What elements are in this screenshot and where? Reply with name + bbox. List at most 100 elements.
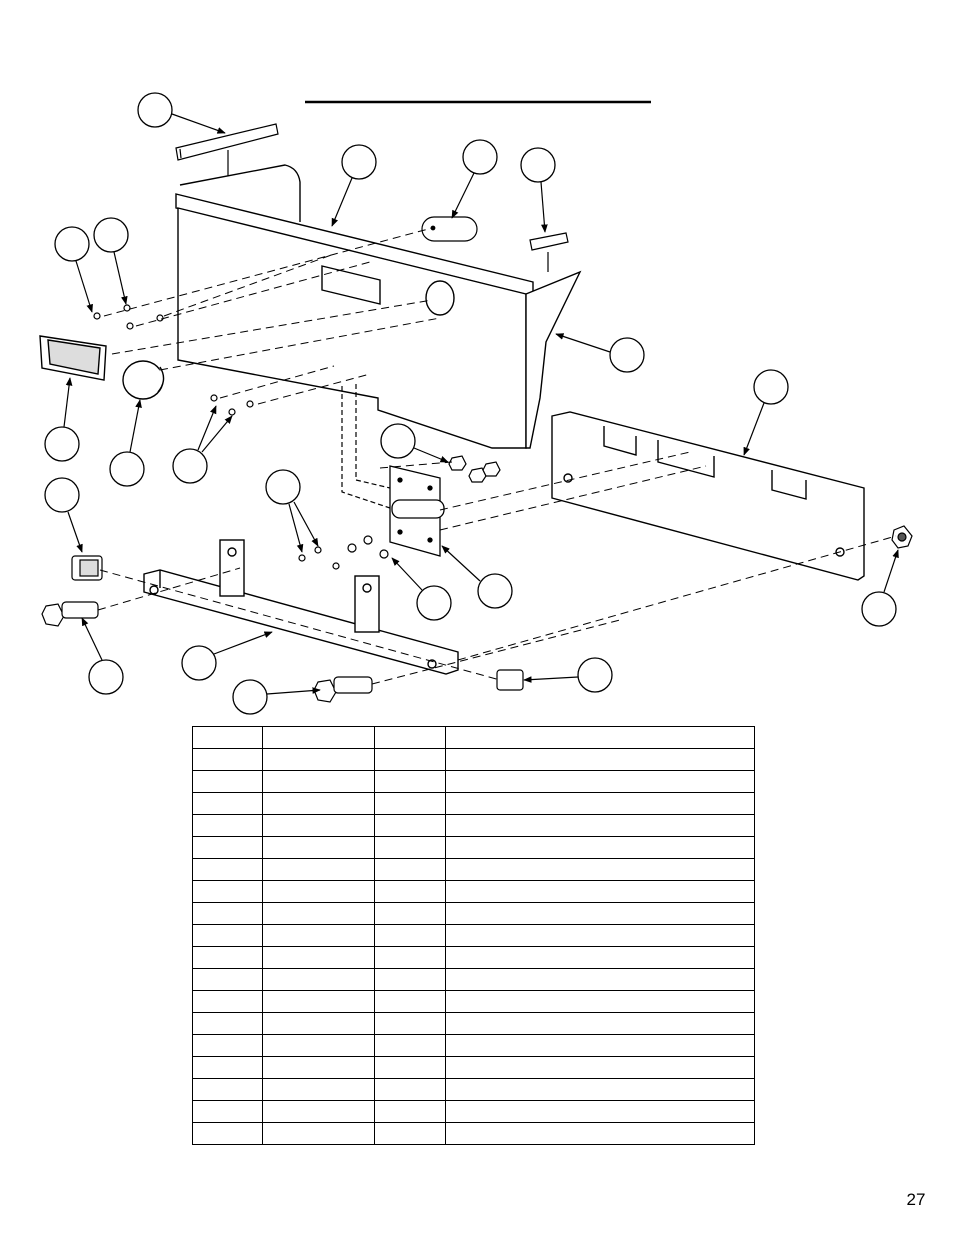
hinge	[389, 465, 445, 557]
table-cell	[262, 990, 375, 1013]
page-number: 27	[906, 1190, 926, 1209]
table-cell	[192, 814, 263, 837]
table-cell	[192, 1056, 263, 1079]
table-cell	[192, 1100, 263, 1123]
table-cell	[374, 858, 446, 881]
table-cell	[374, 880, 446, 903]
table-cell	[445, 792, 755, 815]
table-cell	[445, 1100, 755, 1123]
table-row	[192, 1012, 755, 1035]
table-cell	[445, 836, 755, 859]
table-cell	[262, 726, 375, 749]
callout-balloon	[44, 426, 80, 462]
table-cell	[262, 858, 375, 881]
recessed-handle	[39, 335, 107, 381]
table-cell	[192, 1034, 263, 1057]
table-cell	[192, 836, 263, 859]
exploded-parts-diagram	[39, 92, 913, 715]
table-cell	[445, 946, 755, 969]
side-plate	[551, 411, 865, 581]
table-cell	[445, 748, 755, 771]
lower-bracket	[341, 384, 391, 509]
table-cell	[374, 902, 446, 925]
table-row	[192, 902, 755, 925]
table-cell	[374, 1034, 446, 1057]
table-cell	[192, 858, 263, 881]
table-cell	[192, 748, 263, 771]
table-row	[192, 1122, 755, 1145]
callout-balloon	[520, 147, 556, 183]
table-row	[192, 924, 755, 947]
small-trim-strip	[529, 232, 569, 272]
table-cell	[192, 924, 263, 947]
table-cell	[262, 748, 375, 771]
table-cell	[192, 1012, 263, 1035]
table-row	[192, 748, 755, 771]
table-cell	[445, 1034, 755, 1057]
table-row	[192, 880, 755, 903]
callout-balloon	[477, 573, 513, 609]
table-cell	[445, 1078, 755, 1101]
table-cell	[192, 946, 263, 969]
callout-balloon	[232, 679, 268, 715]
callout-balloon	[109, 451, 145, 487]
table-cell	[192, 1078, 263, 1101]
table-cell	[445, 1012, 755, 1035]
table-cell	[262, 770, 375, 793]
table-cell	[445, 814, 755, 837]
table-cell	[262, 1056, 375, 1079]
table-row	[192, 968, 755, 991]
table-cell	[192, 792, 263, 815]
table-cell	[192, 880, 263, 903]
table-row	[192, 1100, 755, 1123]
callout-balloon	[137, 92, 173, 128]
table-cell	[262, 924, 375, 947]
table-cell	[374, 1056, 446, 1079]
table-cell	[374, 1012, 446, 1035]
callout-balloon	[181, 645, 217, 681]
table-cell	[374, 1100, 446, 1123]
table-row	[192, 836, 755, 859]
table-cell	[374, 770, 446, 793]
table-row	[192, 770, 755, 793]
table-cell	[374, 924, 446, 947]
table-cell	[192, 726, 263, 749]
callout-balloon	[577, 657, 613, 693]
table-cell	[262, 836, 375, 859]
callout-balloon	[54, 226, 90, 262]
table-row	[192, 1078, 755, 1101]
table-cell	[262, 946, 375, 969]
callout-balloon	[93, 217, 129, 253]
table-cell	[374, 748, 446, 771]
table-cell	[262, 1012, 375, 1035]
table-cell	[445, 770, 755, 793]
table-cell	[192, 902, 263, 925]
table-cell	[192, 1122, 263, 1145]
callout-balloon	[341, 144, 377, 180]
table-cell	[445, 968, 755, 991]
callout-balloon	[416, 585, 452, 621]
callout-balloon	[462, 139, 498, 175]
table-cell	[445, 858, 755, 881]
table-cell	[445, 726, 755, 749]
table-cell	[192, 990, 263, 1013]
table-row	[192, 858, 755, 881]
table-row	[192, 792, 755, 815]
table-row	[192, 726, 755, 749]
table-cell	[192, 968, 263, 991]
main-panel	[175, 164, 582, 449]
table-row	[192, 1056, 755, 1079]
table-cell	[374, 990, 446, 1013]
slot-plate	[421, 216, 478, 242]
callout-balloon	[265, 469, 301, 505]
callout-balloon	[44, 477, 80, 513]
round-plug	[122, 360, 165, 400]
table-row	[192, 946, 755, 969]
table-row	[192, 814, 755, 837]
table-cell	[262, 880, 375, 903]
table-cell	[374, 946, 446, 969]
table-cell	[262, 902, 375, 925]
table-cell	[192, 770, 263, 793]
top-trim-strip	[175, 123, 279, 180]
callout-balloon	[380, 423, 416, 459]
